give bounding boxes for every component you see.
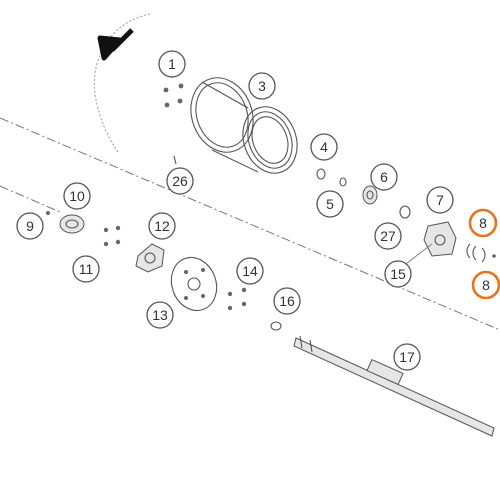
svg-text:4: 4 — [320, 139, 328, 155]
svg-text:17: 17 — [399, 349, 415, 365]
svg-text:16: 16 — [279, 293, 295, 309]
hub-drum-part — [190, 77, 298, 174]
svg-text:26: 26 — [172, 173, 188, 189]
callout-26: 26 — [166, 167, 194, 195]
callout-5: 5 — [316, 190, 344, 218]
callout-1: 1 — [158, 50, 186, 78]
callout-6: 6 — [370, 163, 398, 191]
rotation-arrow-icon — [97, 28, 134, 61]
svg-text:3: 3 — [258, 78, 266, 94]
flange-part — [135, 243, 165, 273]
callout-13: 13 — [146, 301, 174, 329]
svg-text:1: 1 — [168, 56, 176, 72]
callout-14: 14 — [236, 257, 264, 285]
callout-3: 3 — [248, 72, 276, 100]
spacer-washers — [316, 168, 411, 219]
disc-bolts-group — [227, 287, 247, 311]
callout-10: 10 — [63, 182, 91, 210]
sprocket-carrier-part — [423, 221, 457, 257]
callout-8-upper: 8 — [468, 208, 498, 238]
svg-text:10: 10 — [69, 188, 85, 204]
screw-part — [173, 155, 177, 165]
svg-text:27: 27 — [380, 228, 396, 244]
wheel-outline — [93, 13, 151, 153]
o-ring-part — [270, 321, 282, 331]
callout-16: 16 — [273, 287, 301, 315]
svg-text:9: 9 — [26, 218, 34, 234]
svg-text:8: 8 — [479, 215, 487, 231]
svg-text:6: 6 — [380, 169, 388, 185]
callout-11: 11 — [72, 255, 100, 283]
svg-text:14: 14 — [242, 263, 258, 279]
svg-text:15: 15 — [390, 266, 406, 282]
svg-text:13: 13 — [152, 307, 168, 323]
lower-axis-line — [0, 185, 61, 213]
svg-text:12: 12 — [154, 218, 170, 234]
callout-15: 15 — [384, 260, 412, 288]
svg-text:8: 8 — [482, 277, 490, 293]
svg-text:5: 5 — [326, 196, 334, 212]
hub-cup-part — [46, 211, 85, 234]
retaining-rings — [466, 243, 496, 263]
axle-part — [293, 335, 495, 437]
wheel-bolts-group — [163, 83, 184, 108]
callout-12: 12 — [148, 212, 176, 240]
brake-disc-part — [170, 256, 218, 312]
callout-7: 7 — [426, 186, 454, 214]
hub-screws-group — [103, 225, 121, 247]
bearing-part — [362, 185, 378, 205]
svg-text:7: 7 — [436, 192, 444, 208]
callout-27: 27 — [374, 222, 402, 250]
callout-17: 17 — [393, 343, 421, 371]
svg-text:11: 11 — [79, 261, 94, 277]
upper-axis-line — [0, 117, 500, 331]
callout-4: 4 — [310, 133, 338, 161]
callout-9: 9 — [16, 212, 44, 240]
callout-8-lower: 8 — [471, 270, 500, 300]
